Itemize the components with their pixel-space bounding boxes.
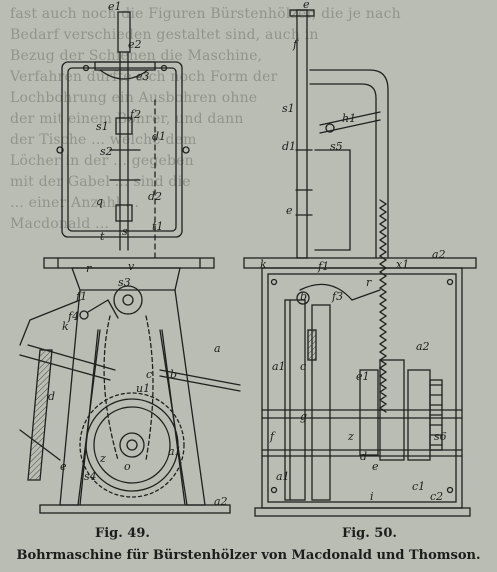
fig49-drawing bbox=[19, 11, 241, 514]
annotation-label: a1 bbox=[272, 360, 286, 373]
annotation-label: z bbox=[99, 452, 106, 465]
annotation-label: s2 bbox=[100, 145, 113, 158]
annotation-label: z bbox=[347, 430, 354, 443]
background-text: fast auch noch die Figuren Bürstenhölzer… bbox=[10, 4, 490, 229]
annotation-label: e bbox=[303, 0, 310, 11]
annotation-label: a2 bbox=[432, 248, 446, 261]
annotation-label: b bbox=[300, 290, 307, 303]
annotation-label: e bbox=[372, 460, 379, 473]
annotation-label: v bbox=[128, 260, 135, 273]
background-text-line: Löcher in der ... gegeben bbox=[10, 153, 194, 169]
annotation-label: d2 bbox=[148, 190, 162, 203]
annotation-label: o bbox=[124, 460, 131, 473]
annotation-label: d1 bbox=[152, 130, 166, 143]
engraving-svg: e1 e2 e3 f2 s1 d1 s2 d2 q s t t1 r v s3 f4 f1 k c b u1 a d a1 o z… bbox=[19, 0, 477, 517]
annotation-label: e2 bbox=[128, 38, 142, 51]
background-text-line: der Tische ... welche dem bbox=[10, 132, 197, 148]
annotation-label: s1 bbox=[96, 120, 109, 133]
annotation-label: a1 bbox=[276, 470, 290, 483]
background-text-line: ... einer Anzahl ... bbox=[10, 195, 140, 211]
annotation-label: a2 bbox=[214, 495, 228, 508]
background-text-line: Lochbohrung ein Ausbohren ohne bbox=[10, 90, 258, 106]
annotation-label: q bbox=[96, 195, 103, 208]
annotation-label: u1 bbox=[136, 382, 150, 395]
annotation-label: c1 bbox=[412, 480, 425, 493]
annotation-label: d bbox=[360, 450, 367, 463]
annotation-label: c bbox=[146, 368, 152, 381]
annotation-label: d1 bbox=[282, 140, 296, 153]
annotation-label: i bbox=[370, 490, 374, 503]
annotation-label: f1 bbox=[75, 290, 87, 303]
annotation-label: e1 bbox=[356, 370, 370, 383]
fig50-label: Fig. 50. bbox=[342, 526, 397, 541]
fig49-annotations: e1 e2 e3 f2 s1 d1 s2 d2 q s t t1 r v s3 f4 f1 k c b u1 a d a1 o z… bbox=[48, 0, 228, 508]
annotation-label: s bbox=[122, 225, 128, 238]
annotation-label: c bbox=[300, 360, 306, 373]
annotation-label: s1 bbox=[282, 102, 295, 115]
background-text-line: Verfahren dürfte sich noch Form der bbox=[10, 69, 278, 85]
annotation-label: t1 bbox=[152, 220, 163, 233]
annotation-label: b bbox=[170, 368, 177, 381]
background-text-line: Macdonald ... bbox=[10, 216, 110, 229]
annotation-label: g bbox=[300, 410, 307, 423]
annotation-label: t bbox=[100, 230, 105, 243]
background-text-line: mit der Gabel ... sind die bbox=[10, 174, 191, 190]
background-text-line: Bezug der Schienen die Maschine, bbox=[10, 48, 263, 64]
annotation-label: f bbox=[269, 430, 276, 443]
fig49-label: Fig. 49. bbox=[95, 526, 150, 541]
figure-area: e1 e2 e3 f2 s1 d1 s2 d2 q s t t1 r v s3 f4 f1 k c b u1 a d a1 o z… bbox=[19, 0, 477, 517]
annotation-label: s4 bbox=[84, 470, 97, 483]
annotation-label: e1 bbox=[108, 0, 122, 13]
annotation-label: f3 bbox=[331, 290, 343, 303]
annotation-label: f bbox=[292, 38, 299, 51]
annotation-label: k bbox=[260, 258, 267, 271]
annotation-label: d bbox=[48, 390, 55, 403]
annotation-label: a1 bbox=[168, 445, 182, 458]
annotation-label: r bbox=[366, 276, 372, 289]
annotation-label: e bbox=[60, 460, 67, 473]
annotation-label: a2 bbox=[416, 340, 430, 353]
annotation-label: f4 bbox=[67, 310, 79, 323]
figure-caption: Bohrmaschine für Bürstenhölzer von Macdo… bbox=[16, 548, 481, 563]
annotation-label: k bbox=[62, 320, 69, 333]
annotation-label: s6 bbox=[434, 430, 447, 443]
annotation-label: s5 bbox=[330, 140, 343, 153]
annotation-label: f2 bbox=[129, 108, 141, 121]
annotation-label: c2 bbox=[430, 490, 443, 503]
annotation-label: e bbox=[286, 204, 293, 217]
annotation-label: r bbox=[86, 262, 92, 275]
annotation-label: f1 bbox=[317, 260, 329, 273]
background-text-line: Bedarf verschieden gestaltet sind, auch … bbox=[10, 27, 319, 43]
annotation-label: e3 bbox=[136, 70, 150, 83]
annotation-label: s3 bbox=[118, 276, 131, 289]
fig50-drawing bbox=[243, 9, 477, 517]
annotation-label: h1 bbox=[342, 112, 356, 125]
annotation-label: a bbox=[214, 342, 221, 355]
annotation-label: x1 bbox=[396, 258, 409, 271]
